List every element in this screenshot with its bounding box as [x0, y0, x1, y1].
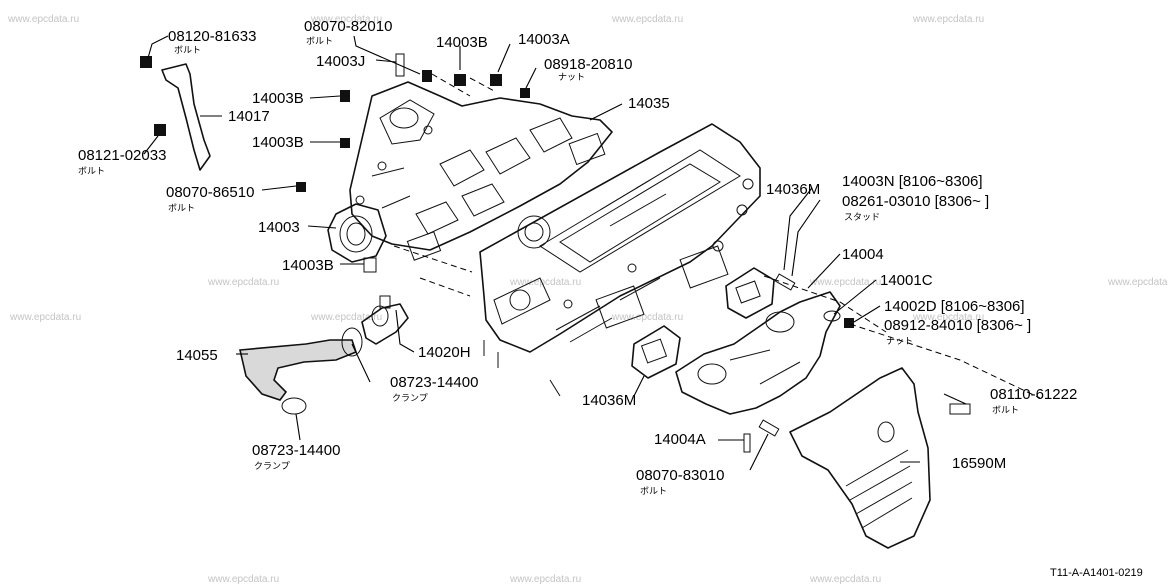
part-number: 08070-82010	[304, 18, 392, 35]
watermark: www.epcdata.ru	[611, 312, 683, 323]
watermark: www.epcdata.ru	[7, 14, 79, 25]
part-note: ボルト	[168, 203, 195, 214]
part-number: 08723-14400	[252, 442, 340, 459]
part-labels: 08120-81633 ボルト 08070-82010 ボルト 14003B 1…	[78, 18, 1077, 497]
part-note: ボルト	[640, 486, 667, 497]
watermark: www.epcdata.ru	[611, 14, 683, 25]
part-number: 14001C	[880, 272, 933, 289]
part-number: 14020H	[418, 344, 471, 361]
exhaust-manifold-drawing	[675, 291, 841, 415]
part-note: ナット	[886, 336, 913, 347]
watermark: www.epcdata.ru	[310, 14, 382, 25]
part-number: 14003B	[282, 257, 334, 274]
heat-insulator-drawing	[789, 367, 931, 549]
gasket-drawing	[631, 267, 775, 379]
watermark: www.epcdata.ru	[310, 312, 382, 323]
part-note: ナット	[558, 72, 585, 83]
assembly-lines	[393, 73, 1041, 399]
part-note: クランプ	[254, 461, 290, 472]
part-number: 08120-81633	[168, 28, 256, 45]
bracket-drawing	[161, 63, 211, 171]
part-number: 14003J	[316, 53, 365, 70]
part-number: 14003	[258, 219, 300, 236]
part-note: ボルト	[306, 36, 333, 47]
watermark: www.epcdata.ru	[912, 312, 984, 323]
part-number: 14003A	[518, 31, 570, 48]
part-note: ボルト	[78, 166, 105, 177]
part-number: 08121-02033	[78, 147, 166, 164]
watermark: www.epcdata.ru	[809, 277, 881, 288]
part-number: 08918-20810	[544, 56, 632, 73]
part-note: ボルト	[174, 45, 201, 56]
part-note: クランプ	[392, 393, 428, 404]
cylinder-head-drawing	[479, 123, 761, 397]
part-number: 08261-03010 [8306~ ]	[842, 193, 989, 210]
watermark: www.epcdata.ru	[207, 277, 279, 288]
watermark: www.epcdata.ru	[9, 312, 81, 323]
intake-manifold-drawing	[349, 81, 613, 261]
part-number: 14003B	[252, 90, 304, 107]
water-pipe-drawing	[361, 303, 409, 345]
watermark: www.epcdata.ru	[509, 277, 581, 288]
leader-lines	[143, 35, 967, 471]
watermark: www.epcdata.ru	[912, 14, 984, 25]
part-number: 14035	[628, 95, 670, 112]
part-number: 14004	[842, 246, 884, 263]
part-number: 08070-86510	[166, 184, 254, 201]
watermark-layer: www.epcdata.ru www.epcdata.ru www.epcdat…	[7, 14, 1168, 584]
watermark: www.epcdata.ru	[207, 574, 279, 584]
part-note: ボルト	[992, 405, 1019, 416]
part-number: 16590M	[952, 455, 1006, 472]
part-number: 14017	[228, 108, 270, 125]
part-number: 08110-61222	[990, 386, 1077, 403]
hose-drawing	[239, 327, 363, 415]
part-number: 14004A	[654, 431, 706, 448]
part-number: 14003B	[436, 34, 488, 51]
part-number: 14055	[176, 347, 218, 364]
part-number: 14002D [8106~8306]	[884, 298, 1025, 315]
thermostat-housing-drawing	[327, 203, 387, 263]
part-number: 08723-14400	[390, 374, 478, 391]
part-number: 08070-83010	[636, 467, 724, 484]
watermark: www.epcdata.ru	[509, 574, 581, 584]
part-note: スタッド	[844, 212, 880, 223]
part-number: 14036M	[582, 392, 636, 409]
part-number: 14003N [8106~8306]	[842, 173, 983, 190]
watermark: www.epcdata.ru	[809, 574, 881, 584]
part-number: 14003B	[252, 134, 304, 151]
fastener-drawings	[140, 53, 971, 453]
reference-code: T11-A-A1401-0219	[1050, 567, 1143, 579]
part-number: 14036M	[766, 181, 820, 198]
watermark: www.epcdata.ru	[1107, 277, 1168, 288]
part-number: 08912-84010 [8306~ ]	[884, 317, 1031, 334]
